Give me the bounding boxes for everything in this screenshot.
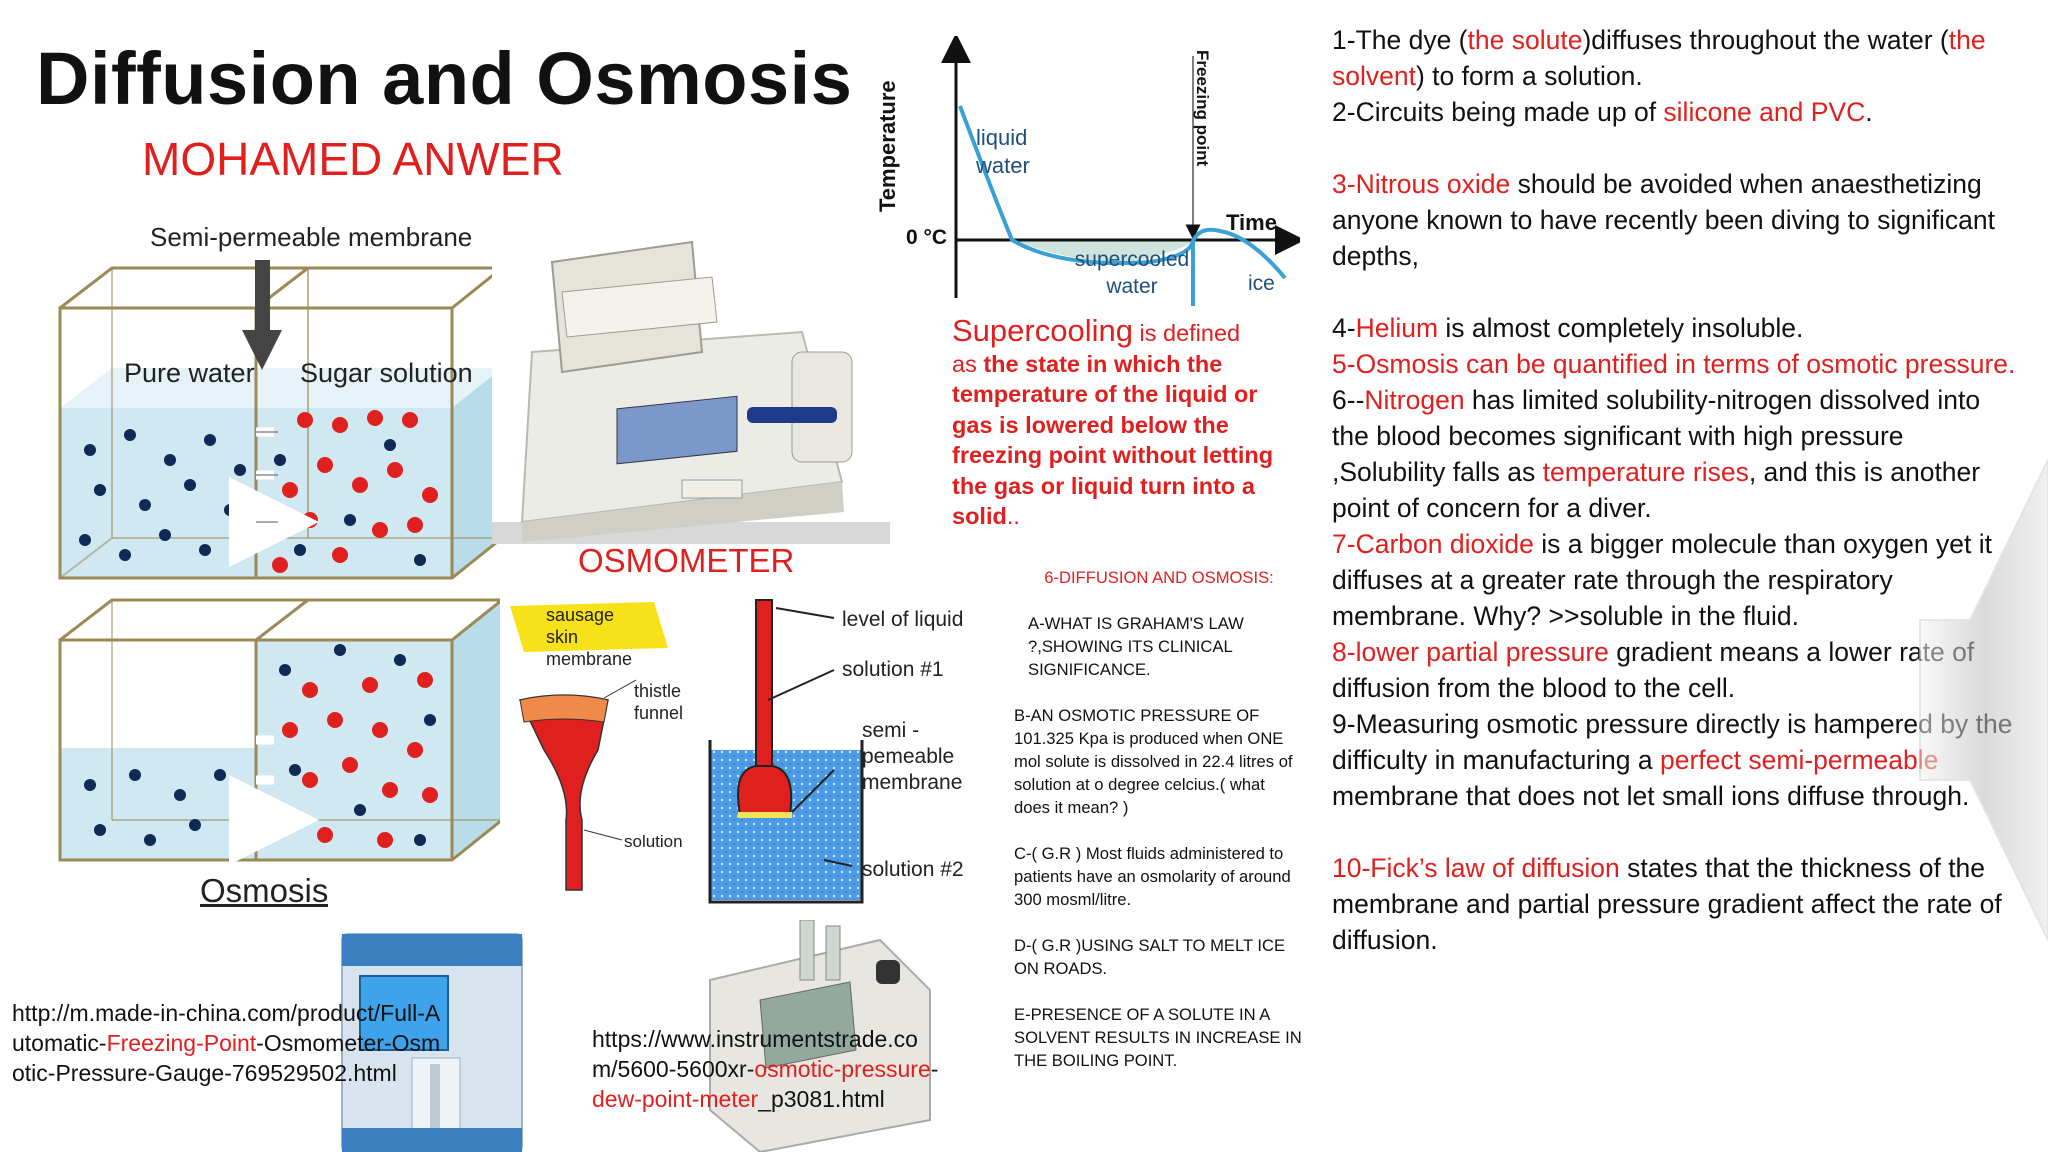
url2-mid: - (930, 1056, 939, 1082)
bullet-3: 3-Nitrous oxide should be avoided when a… (1332, 169, 1995, 271)
question-a: A-WHAT IS GRAHAM'S LAW ?,SHOWING ITS CLI… (1028, 614, 1244, 679)
url1-part-b: -Osmometer-Osmotic-Pressure-Gauge-769529… (12, 1030, 441, 1086)
url1-part-a: http://m.made-in-china.com/product/Full-… (12, 1000, 441, 1056)
tank-after (58, 598, 500, 860)
graph-supercooled-label: supercooled water (1074, 248, 1190, 298)
bullet-9: 9-Measuring osmotic pressure directly is… (1332, 709, 2013, 811)
solution1-label: solution #1 (842, 658, 944, 681)
graph-ylabel: Temperature (875, 80, 900, 212)
osmometer-photo-1 (341, 933, 523, 1152)
source-url-1[interactable]: http://m.made-in-china.com/product/Full-… (12, 998, 442, 1088)
questions-heading: 6-DIFFUSION AND OSMOSIS: (1044, 568, 1274, 587)
solution-label: solution (624, 832, 683, 851)
bullet-8: 8-lower partial pressure gradient means … (1332, 637, 1975, 703)
semipermeable-label: semi - pemeable membrane (862, 719, 963, 794)
questions-list: 6-DIFFUSION AND OSMOSIS: A-WHAT IS GRAHA… (1014, 566, 1304, 1095)
question-b: B-AN OSMOTIC PRESSURE OF 101.325 Kpa is … (1014, 706, 1293, 817)
membrane-label: Semi-permeable membrane (150, 222, 473, 252)
osmometer-image (492, 222, 890, 544)
graph-ice-label: ice (1248, 272, 1275, 295)
bullet-2: 2-Circuits being made up of silicone and… (1332, 97, 1873, 127)
graph-liquid-label: liquid water (976, 125, 1030, 178)
tank-before (58, 260, 500, 578)
speaker-icon[interactable] (1900, 420, 2048, 980)
is-defined-text: is defined (1132, 320, 1241, 346)
definition-text: the state in which the temperature of th… (952, 350, 1274, 530)
osmometer-label: OSMOMETER (578, 542, 795, 579)
supercooling-word: Supercooling (952, 313, 1133, 348)
question-d: D-( G.R )USING SALT TO MELT ICE ON ROADS… (1014, 936, 1286, 978)
thistle-funnel-label: thistle funnel (634, 681, 684, 723)
question-c: C-( G.R ) Most fluids administered to pa… (1014, 844, 1291, 909)
graph-freezing-label: Freezing point (1193, 50, 1212, 167)
bullet-7: 7-Carbon dioxide is a bigger molecule th… (1332, 529, 1992, 631)
bullet-5: 5-Osmosis can be quantified in terms of … (1332, 349, 2016, 379)
bullet-6: 6--Nitrogen has limited solubility-nitro… (1332, 385, 1981, 523)
url1-red: Freezing-Point (106, 1030, 257, 1056)
url2-part-a: https://www.instrumentstrade.com/5600-56… (592, 1026, 918, 1082)
sausage-skin-label: sausage skin membrane (546, 605, 633, 669)
as-text: as (952, 350, 984, 377)
author-name: MOHAMED ANWER RIFKY (142, 133, 564, 200)
bullet-10: 10-Fick’s law of diffusion states that t… (1332, 853, 2002, 955)
supercooling-graph (941, 36, 1300, 306)
bullet-list: 1-The dye (the solute)diffuses throughou… (1332, 22, 2022, 958)
url2-part-b: _p3081.html (758, 1086, 885, 1112)
question-e: E-PRESENCE OF A SOLUTE IN A SOLVENT RESU… (1014, 1005, 1302, 1070)
graph-xlabel: Time (1226, 210, 1277, 235)
osmosis-caption: Osmosis (200, 872, 329, 908)
thistle-funnel-diagram (510, 599, 864, 904)
graph-zero-label: 0 °C (906, 226, 948, 249)
pure-water-label: Pure water (124, 358, 255, 388)
definition-end: .. (1006, 503, 1020, 529)
url2-red-2: dew-point-meter (592, 1086, 759, 1112)
sugar-solution-label: Sugar solution (300, 358, 473, 388)
bullet-1: 1-The dye (the solute)diffuses throughou… (1332, 25, 1986, 91)
supercooling-definition: Supercooling is defined as the state in … (952, 313, 1282, 532)
page-title: Diffusion and Osmosis (36, 37, 853, 120)
osmosis-tank-diagram (58, 260, 500, 920)
osmometer-photo-2 (709, 920, 931, 1152)
source-url-2[interactable]: https://www.instrumentstrade.com/5600-56… (592, 1024, 942, 1114)
level-of-liquid-label: level of liquid (842, 608, 964, 631)
solution2-label: solution #2 (862, 858, 964, 881)
bullet-4: 4-Helium is almost completely insoluble. (1332, 313, 1804, 343)
url2-red-1: osmotic-pressure (754, 1056, 931, 1082)
